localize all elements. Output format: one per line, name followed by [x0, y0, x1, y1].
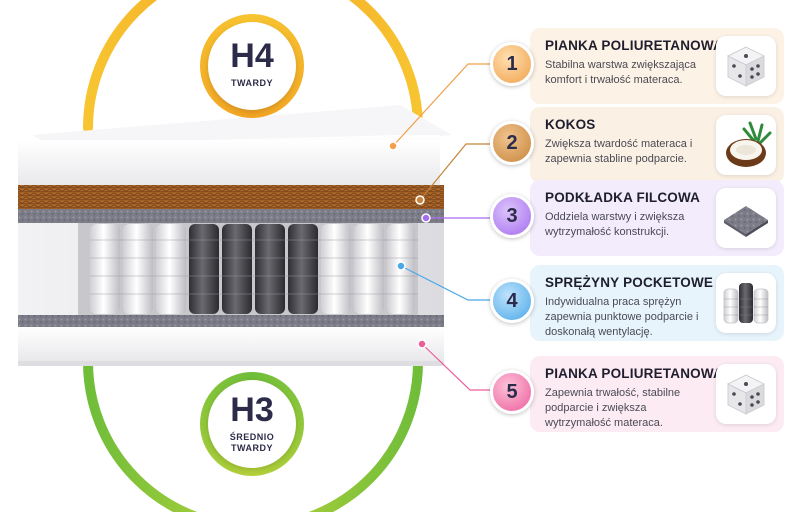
firmness-label-top: TWARDY — [231, 78, 273, 88]
layer-card-3: 3 PODKŁADKA FILCOWA Oddziela warstwy i z… — [490, 178, 790, 258]
firmness-grade-bottom: H3 — [230, 391, 274, 429]
felt-pad-bottom — [18, 315, 444, 327]
firmness-grade-top: H4 — [230, 37, 274, 75]
leader-line-4 — [400, 265, 490, 301]
leader-line-5 — [421, 343, 490, 391]
layer-title: PIANKA POLIURETANOWA — [545, 38, 723, 53]
layer-number-badge: 1 — [490, 42, 534, 86]
layer-card-4: 4 SPRĘŻYNY POCKETOWE Indywidualna praca … — [490, 263, 790, 343]
layer-description: Zwiększa twardość materaca i zapewnia st… — [545, 138, 693, 165]
firmness-label-bottom-line2: TWARDY — [231, 443, 273, 453]
layer-card-5: 5 PIANKA POLIURETANOWA Zapewnia trwałość… — [490, 354, 790, 434]
foam-cube-icon — [716, 36, 776, 96]
leader-dot-1 — [388, 141, 398, 151]
layer-number-badge: 5 — [490, 370, 534, 414]
firmness-ring-bottom — [83, 357, 423, 512]
layer-description: Stabilna warstwa zwiększająca komfort i … — [545, 59, 697, 86]
leader-dot-2 — [415, 195, 425, 205]
firmness-label-bottom-line1: ŚREDNIO — [229, 432, 275, 442]
layer-title: KOKOS — [545, 117, 596, 132]
leader-line-1 — [392, 63, 490, 147]
leader-line-2 — [419, 143, 490, 201]
layer-title: PODKŁADKA FILCOWA — [545, 190, 701, 205]
layer-description: Indywidualna praca sprężyn zapewnia punk… — [545, 296, 699, 338]
leader-dot-4 — [396, 261, 406, 271]
layer-number-badge: 2 — [490, 121, 534, 165]
felt-pad-icon — [716, 188, 776, 248]
firmness-badge-top: H4 TWARDY — [200, 14, 304, 118]
layer-card-2: 2 KOKOS Zwiększa twardość materaca i zap… — [490, 105, 790, 185]
layer-number-badge: 4 — [490, 279, 534, 323]
layer-description: Oddziela warstwy i zwiększa wytrzymałość… — [545, 211, 685, 238]
firmness-badge-bottom: H3 ŚREDNIO TWARDY — [200, 372, 304, 476]
layer-title: SPRĘŻYNY POCKETOWE — [545, 275, 714, 290]
leader-dot-5 — [417, 339, 427, 349]
leader-dot-3 — [421, 213, 431, 223]
layer-number-badge: 3 — [490, 194, 534, 238]
coconut-layer — [18, 185, 444, 209]
layer-title: PIANKA POLIURETANOWA — [545, 366, 723, 381]
pocket-springs-icon — [716, 273, 776, 333]
layer-description: Zapewnia trwałość, stabilne podparcie i … — [545, 387, 681, 429]
firmness-ring-top — [83, 0, 423, 133]
felt-pad-top — [18, 209, 444, 223]
coconut-icon — [716, 115, 776, 175]
foam-cube-icon — [716, 364, 776, 424]
pocket-springs — [90, 224, 418, 314]
layer-card-1: 1 PIANKA POLIURETANOWA Stabilna warstwa … — [490, 26, 790, 106]
